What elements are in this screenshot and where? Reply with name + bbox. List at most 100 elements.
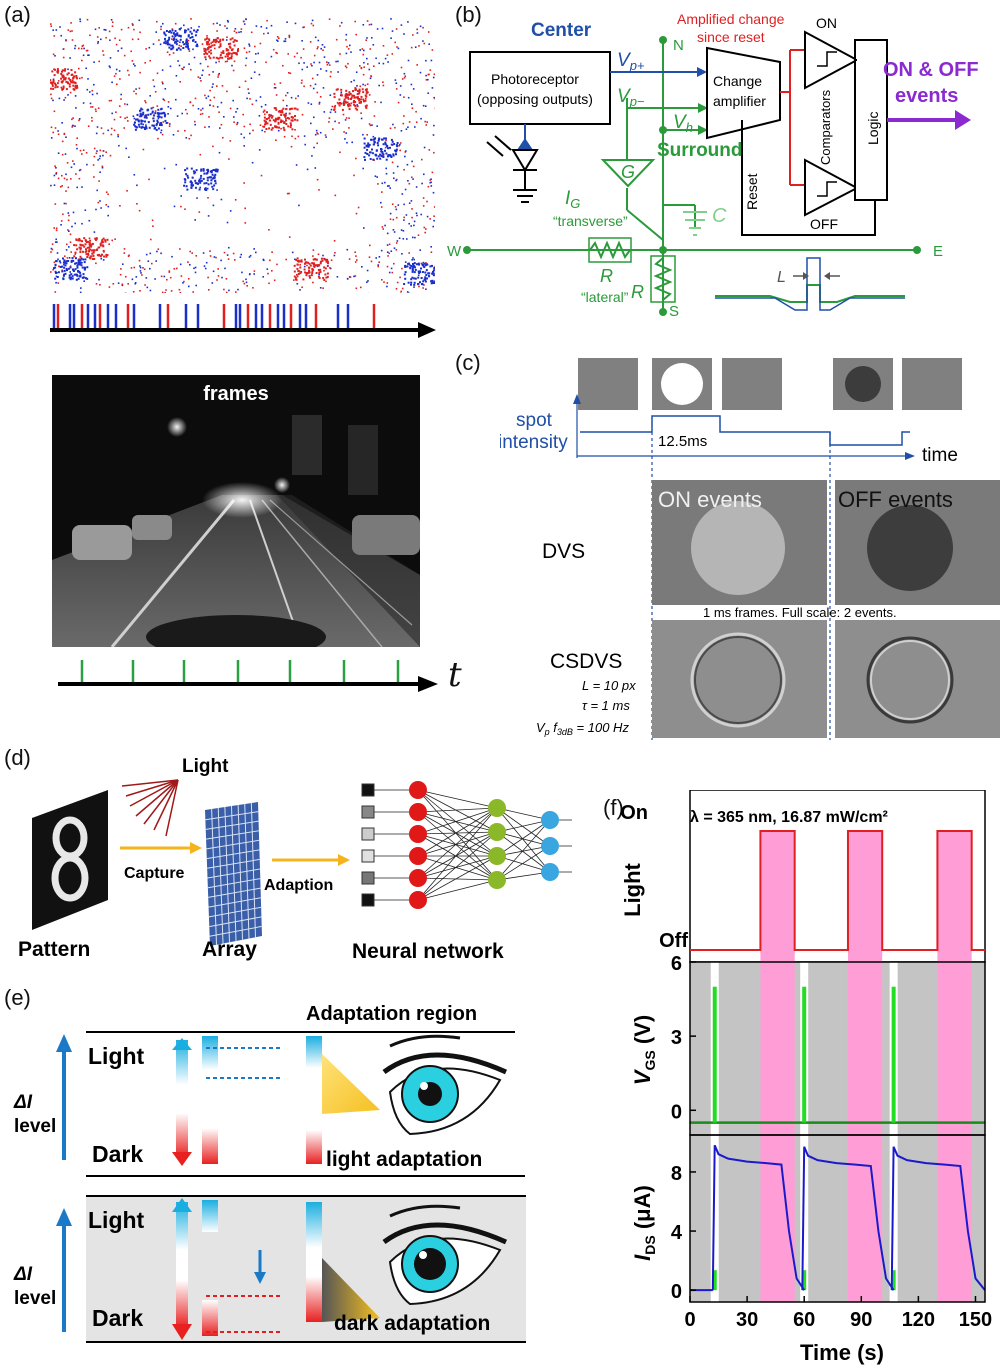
light-on-block xyxy=(760,831,795,962)
panel-b-label: (b) xyxy=(455,2,482,27)
pattern-label: Pattern xyxy=(18,938,90,961)
vgs-pulse xyxy=(891,986,896,1123)
light-on-tick: On xyxy=(620,802,648,824)
delta-i-label-bottom: ΔI xyxy=(13,1264,33,1285)
ids-pulse-mark xyxy=(891,1270,896,1291)
neural-network-label: Neural network xyxy=(352,940,504,963)
panel-f-label: (f) xyxy=(603,795,624,820)
condition-label: λ = 365 nm, 16.87 mW/cm² xyxy=(690,809,888,826)
panel-c-label: (c) xyxy=(455,350,481,375)
ids-pulse-mark xyxy=(802,1270,807,1291)
vp-minus-label: Vp− xyxy=(617,86,645,109)
duration-label: 12.5ms xyxy=(658,433,707,450)
event-camera-scene xyxy=(50,18,435,293)
delta-i-label-top: ΔI xyxy=(13,1092,33,1113)
node-s-label: S xyxy=(669,303,679,320)
hidden-neuron xyxy=(409,891,427,909)
vgs-axis-label: VGS (V) xyxy=(630,1015,658,1085)
center-label: Center xyxy=(531,20,592,41)
g-label: G xyxy=(621,162,635,182)
change-amp-label-1: Change xyxy=(713,73,762,89)
ids-curve xyxy=(711,1144,806,1291)
light-axis-label: Light xyxy=(620,862,645,916)
node-e-label: E xyxy=(933,243,943,260)
pulse-window xyxy=(800,962,809,1302)
ig-label: IG xyxy=(565,188,580,211)
x-axis-label: Time (s) xyxy=(800,1340,884,1365)
param-tau: τ = 1 ms xyxy=(582,698,630,713)
dvs-spot-stimulus-figure: spot intensity 12.5ms time ON events OFF… xyxy=(500,358,1000,740)
vp-plus-label: Vp+ xyxy=(617,50,645,73)
ids-pulse-mark xyxy=(712,1270,717,1291)
array-label: Array xyxy=(202,938,257,961)
pulse-window xyxy=(889,962,898,1302)
light-on-shade xyxy=(760,962,795,1302)
x-tick-label: 0 xyxy=(684,1309,695,1331)
off-comparator-label: OFF xyxy=(810,216,838,232)
input-pixel xyxy=(361,827,375,841)
hidden2-neuron xyxy=(488,823,506,841)
frames-image: frames xyxy=(52,375,420,647)
capture-label: Capture xyxy=(124,865,185,882)
vgs-subplot xyxy=(690,962,985,1135)
hidden-neuron xyxy=(409,847,427,865)
dark-adaptation-label: dark adaptation xyxy=(334,1312,490,1335)
ids-frame xyxy=(689,1134,986,1303)
photoreceptor-label-1: Photoreceptor xyxy=(491,71,579,87)
x-tick-label: 60 xyxy=(793,1309,815,1331)
on-off-events-label-1: ON & OFF xyxy=(883,59,979,81)
input-pixel xyxy=(361,849,375,863)
input-pixel xyxy=(361,805,375,819)
level-label-bottom: level xyxy=(14,1288,56,1309)
vgs-tick-label: 0 xyxy=(671,1101,682,1123)
since-reset-label: since reset xyxy=(697,29,765,45)
csdvs-circuit-diagram: Center Amplified change since reset ON O… xyxy=(447,11,979,320)
dvs-label: DVS xyxy=(542,540,585,563)
node-w-label: W xyxy=(447,243,462,260)
light-label-bottom: Light xyxy=(88,1207,145,1233)
vgs-pulse xyxy=(712,986,717,1123)
adaptation-schematic: Adaptation region Light Dark ΔI level li… xyxy=(13,1003,526,1343)
pulse-window xyxy=(710,962,719,1302)
level-label-top: level xyxy=(14,1116,56,1137)
reset-label: Reset xyxy=(744,173,760,210)
dark-label-top: Dark xyxy=(92,1141,143,1167)
light-on-shade xyxy=(937,962,972,1302)
ids-tick-label: 0 xyxy=(671,1281,682,1303)
frames-title: frames xyxy=(203,383,269,405)
light-label: Light xyxy=(182,756,229,777)
ids-curve xyxy=(890,1146,986,1291)
panel-a-label: (a) xyxy=(4,2,31,27)
light-off-tick: Off xyxy=(659,930,688,952)
output-neuron xyxy=(541,837,559,855)
vh-label: Vh xyxy=(673,112,693,135)
hidden-neuron xyxy=(409,803,427,821)
csdvs-label: CSDVS xyxy=(550,650,622,673)
x-tick-label: 150 xyxy=(959,1309,992,1331)
input-pixel xyxy=(361,871,375,885)
output-neuron xyxy=(541,863,559,881)
panel-d-label: (d) xyxy=(4,745,31,770)
dark-label-bottom: Dark xyxy=(92,1305,143,1331)
panel-e-label: (e) xyxy=(4,985,31,1010)
ids-tick-label: 8 xyxy=(671,1163,682,1185)
logic-label: Logic xyxy=(865,112,881,145)
node-n-label: N xyxy=(673,37,684,54)
light-label-top: Light xyxy=(88,1043,145,1069)
hidden-neuron xyxy=(409,869,427,887)
light-on-shade xyxy=(847,962,883,1302)
off-events-label: OFF events xyxy=(838,487,953,512)
spot-label-1: spot xyxy=(516,410,553,431)
lateral-label: “lateral” xyxy=(581,289,629,305)
x-tick-label: 30 xyxy=(736,1309,758,1331)
photoreceptor-label-2: (opposing outputs) xyxy=(477,91,593,107)
adaptation-region-label: Adaptation region xyxy=(306,1003,477,1025)
adaptive-vision-schematic: Light Capture Adaption Pattern Array Neu… xyxy=(18,756,572,963)
ids-tick-label: 4 xyxy=(671,1222,683,1244)
hidden2-neuron xyxy=(488,799,506,817)
adaption-label: Adaption xyxy=(264,877,333,894)
hidden2-neuron xyxy=(488,847,506,865)
ids-axis-label: IDS (μA) xyxy=(630,1185,658,1261)
output-neuron xyxy=(541,811,559,829)
